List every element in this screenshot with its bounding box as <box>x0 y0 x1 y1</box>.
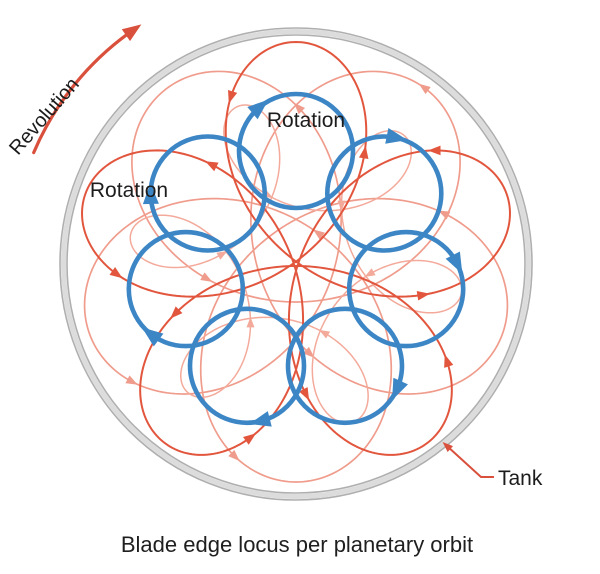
tank-label: Tank <box>498 467 543 490</box>
rotation-label-top: Rotation <box>267 109 345 132</box>
rotation-label-left: Rotation <box>90 179 168 202</box>
diagram-generated-shapes <box>32 24 533 501</box>
revolution-label: Revolution <box>5 74 84 160</box>
figure-caption: Blade edge locus per planetary orbit <box>121 532 473 557</box>
